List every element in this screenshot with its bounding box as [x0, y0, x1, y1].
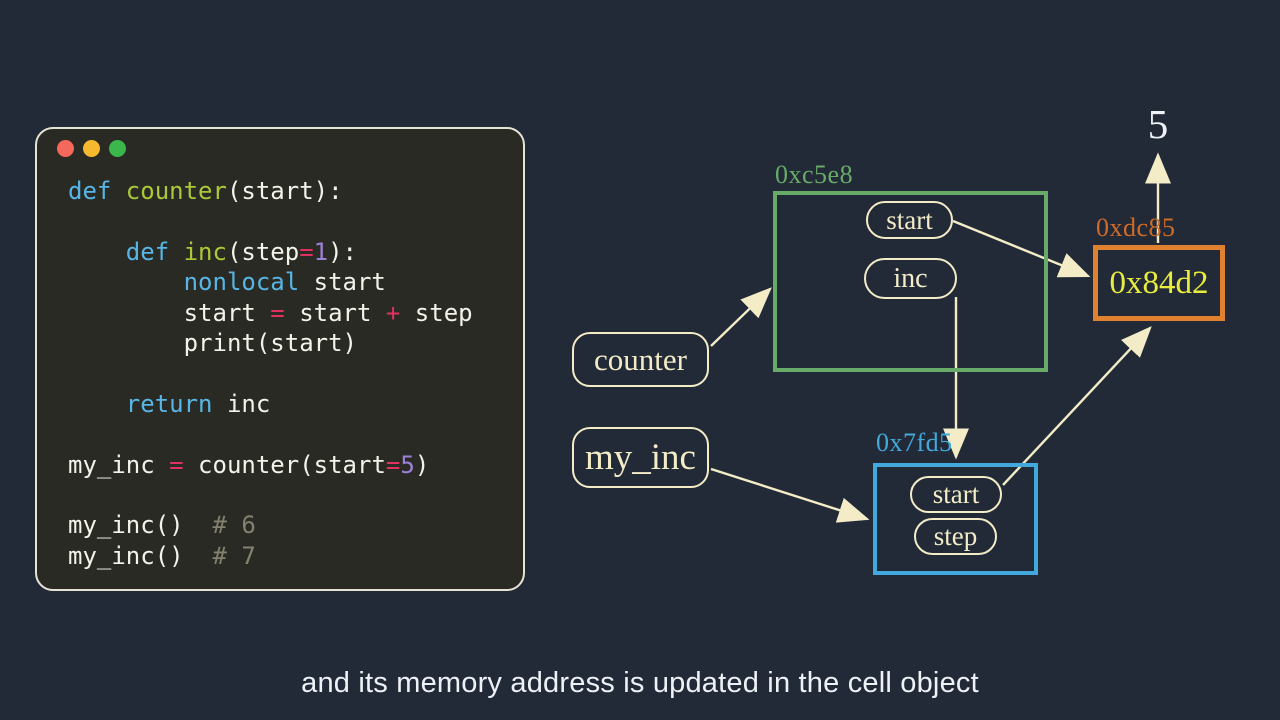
arrow-myinc-to-inc-frame [710, 467, 870, 523]
arrow-counter-to-counter-frame [710, 287, 772, 347]
close-window-icon [57, 140, 74, 157]
window-traffic-lights [57, 140, 126, 157]
cell-object-address: 0xdc85 [1096, 213, 1176, 242]
subtitle-caption: and its memory address is updated in the… [301, 667, 979, 699]
inc-frame-var-step: step [914, 518, 997, 555]
code-block: def counter(start): def inc(step=1): non… [68, 177, 473, 570]
inc-frame-var-start: start [910, 476, 1002, 513]
int-value-label: 5 [1147, 101, 1169, 147]
maximize-window-icon [109, 140, 126, 157]
minimize-window-icon [83, 140, 100, 157]
global-ref-myinc: my_inc [572, 427, 709, 488]
inc-frame-box [873, 463, 1038, 575]
counter-frame-var-inc: inc [864, 258, 957, 299]
cell-object-value: 0x84d2 [1109, 264, 1209, 301]
code-editor-window: def counter(start): def inc(step=1): non… [35, 127, 525, 591]
global-ref-counter: counter [572, 332, 709, 387]
counter-frame-address: 0xc5e8 [775, 160, 854, 189]
counter-frame-var-start: start [866, 201, 953, 239]
counter-frame-box [773, 191, 1048, 372]
cell-object-box: 0x84d2 [1093, 245, 1225, 321]
inc-frame-address: 0x7fd5 [876, 428, 953, 457]
